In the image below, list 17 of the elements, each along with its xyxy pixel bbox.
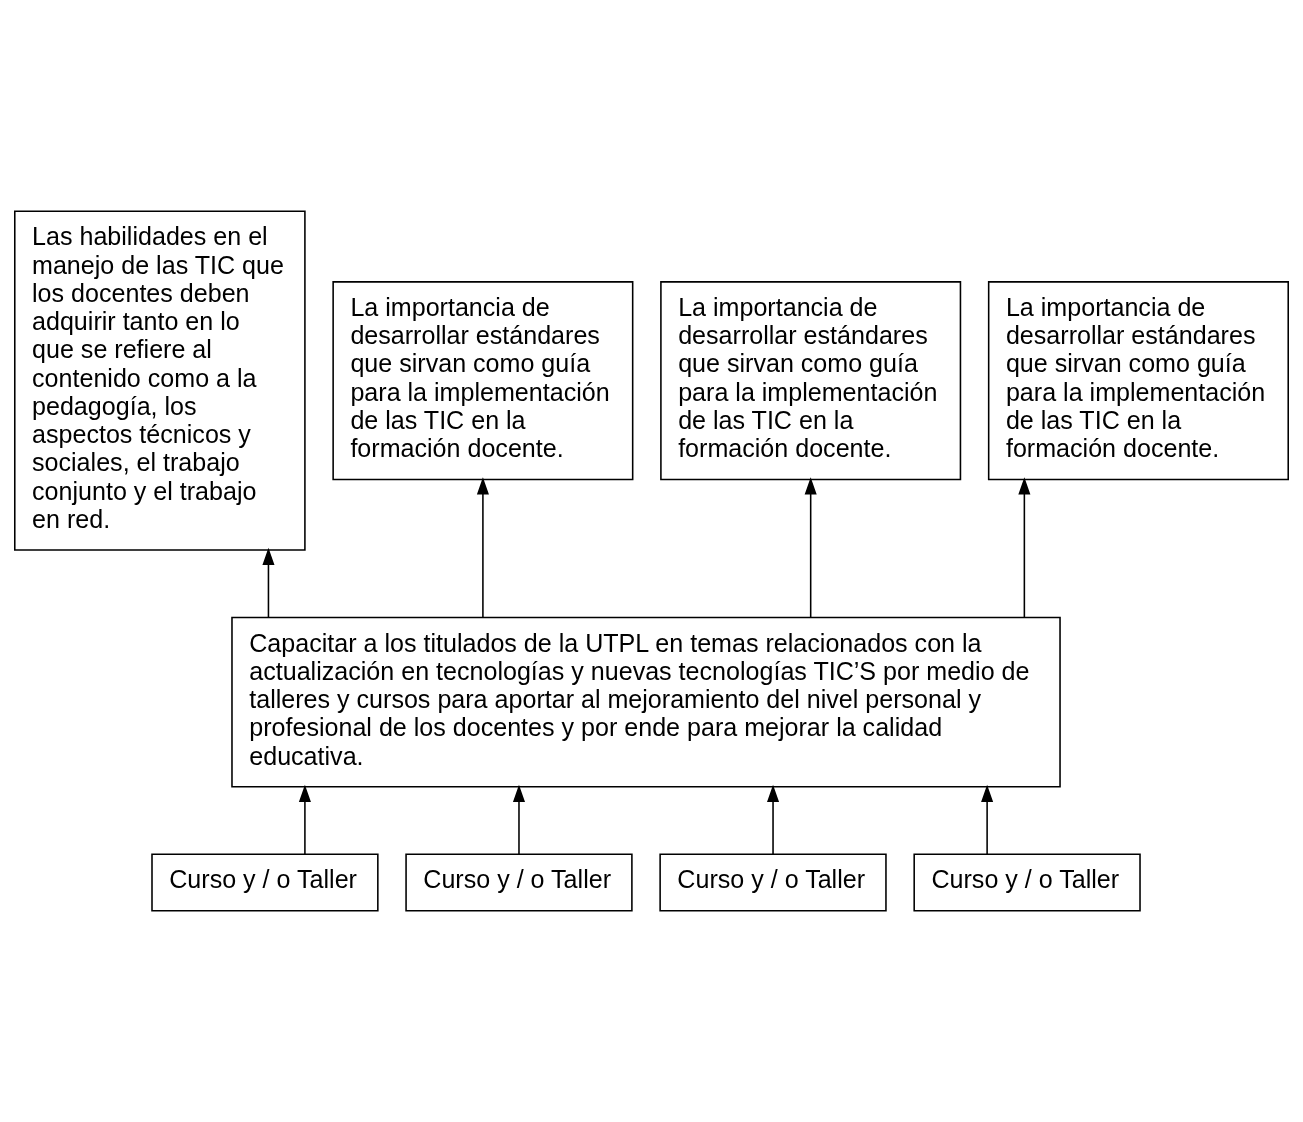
node-box: Curso y / o Taller (659, 853, 887, 912)
arrow (767, 784, 780, 855)
arrow (476, 477, 489, 619)
arrow (804, 477, 817, 619)
node-box: La importancia de desarrollar estándares que sirvan como guía para la implementación de las TIC en la formación docente. (660, 281, 962, 481)
node-box: Capacitar a los titulados de la UTPL en temas relacionados con la actualización en tecnologías y nuevas tecnologías TIC’S por medio de talleres y cursos para aportar al mejoramiento del nivel personal y profesional de los docentes y por ende para mejorar la calidad educativa. (231, 616, 1061, 788)
node-box: Curso y / o Taller (151, 853, 379, 912)
arrow (1018, 477, 1031, 619)
node-box: Curso y / o Taller (405, 853, 633, 912)
node-box: La importancia de desarrollar estándares que sirvan como guía para la implementación de las TIC en la formación docente. (332, 281, 634, 481)
node-box: Curso y / o Taller (913, 853, 1141, 912)
node-box: La importancia de desarrollar estándares que sirvan como guía para la implementación de las TIC en la formación docente. (987, 281, 1289, 481)
arrow (512, 784, 526, 855)
arrow (981, 784, 994, 855)
arrow (262, 547, 275, 619)
node-box: Las habilidades en el manejo de las TIC que los docentes deben adquirir tanto en lo que se refiere al contenido como a la pedagogía, los aspectos técnicos y sociales, el trabajo conjunto y el trabajo en red. (14, 210, 306, 551)
arrow (298, 784, 311, 855)
